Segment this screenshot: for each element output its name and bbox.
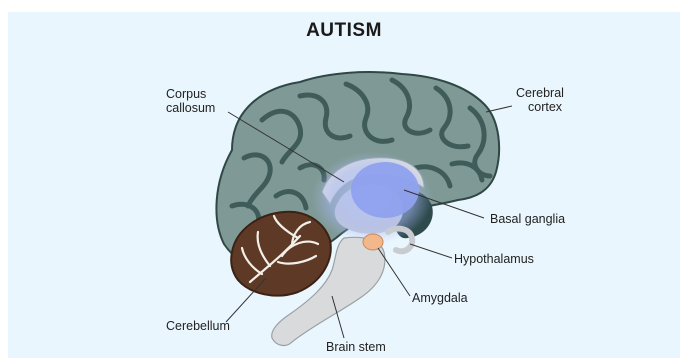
label-brain-stem: Brain stem xyxy=(326,340,386,354)
basal-ganglia-shape xyxy=(351,162,419,218)
leader-line-hypothalamus xyxy=(410,244,452,258)
label-cerebellum: Cerebellum xyxy=(166,319,230,333)
label-cerebral-cortex: Cerebral cortex xyxy=(516,86,564,114)
label-corpus-callosum-line1: Corpus xyxy=(166,87,215,101)
label-cerebral-cortex-line2: cortex xyxy=(516,100,564,114)
amygdala-shape xyxy=(363,234,383,250)
leader-line-cerebral-cortex xyxy=(486,106,512,112)
label-corpus-callosum: Corpus callosum xyxy=(166,87,215,115)
label-amygdala: Amygdala xyxy=(412,291,468,305)
label-basal-ganglia: Basal ganglia xyxy=(490,212,565,226)
label-cerebral-cortex-line1: Cerebral xyxy=(516,86,564,100)
label-corpus-callosum-line2: callosum xyxy=(166,101,215,115)
label-hypothalamus: Hypothalamus xyxy=(454,252,534,266)
